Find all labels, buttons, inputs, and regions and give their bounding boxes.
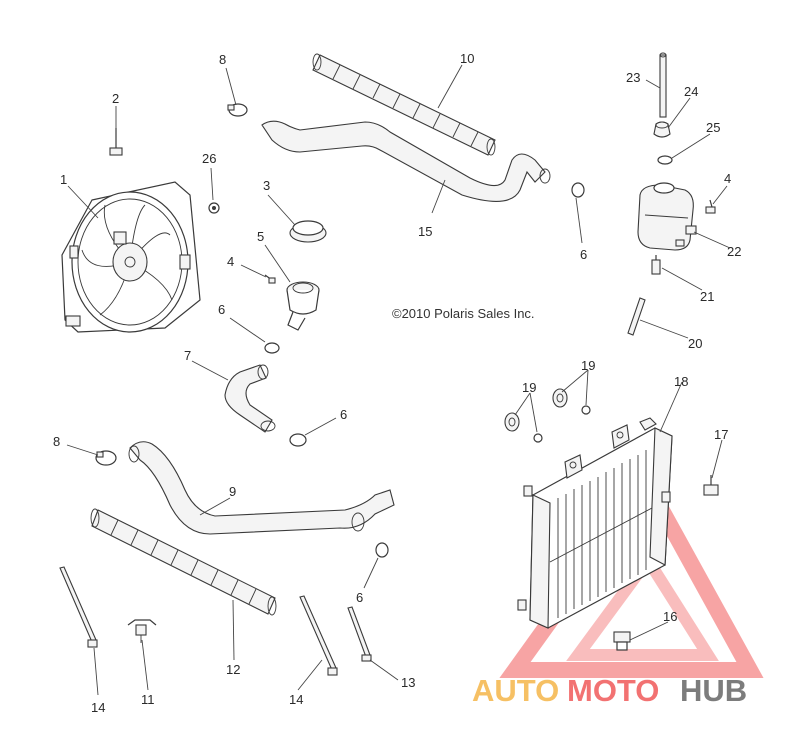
upper-hose-15 [261,120,551,202]
heat-sleeve-12 [90,508,277,616]
callout-6-c: 6 [580,247,587,262]
callout-7: 7 [184,348,191,363]
callout-17: 17 [714,427,728,442]
clip-11 [127,619,157,643]
drain-plug-16 [613,631,631,651]
callout-12: 12 [226,662,240,677]
reservoir-cap-24 [653,121,671,138]
bolt-17 [703,475,719,496]
clamp-6-d [375,542,389,558]
screw-2 [109,128,123,156]
callout-22: 22 [727,244,741,259]
lower-hose-9 [128,441,395,535]
callout-19-left: 19 [522,380,536,395]
callout-26: 26 [202,151,216,166]
elbow-hose-7 [224,364,276,433]
callout-11: 11 [141,692,155,707]
callout-4-right: 4 [724,171,731,186]
fan-assembly [61,181,201,333]
screw-4-right [705,199,716,214]
callout-14-left: 14 [91,700,105,715]
filler-neck-5 [286,281,320,331]
callout-10: 10 [460,51,474,66]
vent-tube-20 [627,297,646,336]
copyright-notice: ©2010 Polaris Sales Inc. [392,306,535,321]
callout-18: 18 [674,374,688,389]
callout-9: 9 [229,484,236,499]
callout-20: 20 [688,336,702,351]
callout-19-right: 19 [581,358,595,373]
callout-5: 5 [257,229,264,244]
heat-sleeve-10 [312,53,496,156]
callout-8-bottom: 8 [53,434,60,449]
nut-26 [208,202,220,214]
clamp-8-top [227,103,248,117]
watermark-auto: AUTO [472,673,559,708]
cable-tie-13 [347,606,372,662]
callout-6-a: 6 [218,302,225,317]
callout-14-center: 14 [289,692,303,707]
callout-8-top: 8 [219,52,226,67]
coolant-reservoir-22 [637,182,697,251]
leader-lines [66,64,731,696]
callout-4-left: 4 [227,254,234,269]
grommet-19-a [504,412,520,432]
washer-19-a [533,433,543,443]
washer-19-b [581,405,591,415]
watermark-moto: MOTO [567,673,659,708]
callout-16: 16 [663,609,677,624]
fitting-21 [651,255,661,275]
o-ring-25 [657,155,673,165]
callout-labels: 1 2 3 4 4 5 6 6 6 6 7 8 8 9 10 11 12 13 … [53,51,741,715]
clamp-6-a [264,342,280,354]
callout-2: 2 [112,91,119,106]
callout-24: 24 [684,84,698,99]
tube-23 [659,52,667,118]
callout-6-d: 6 [356,590,363,605]
callout-3: 3 [263,178,270,193]
grommet-19-b [552,388,568,408]
callout-6-b: 6 [340,407,347,422]
cable-tie-14-center [299,595,338,676]
callout-13: 13 [401,675,415,690]
screw-4-left [264,274,276,284]
watermark-text: AUTO MOTO HUB [472,673,747,708]
clamp-6-c [571,182,585,198]
radiator-18 [517,417,673,629]
radiator-cap-3 [289,220,327,243]
callout-25: 25 [706,120,720,135]
callout-21: 21 [700,289,714,304]
clamp-6-b [289,433,307,447]
callout-1: 1 [60,172,67,187]
cable-tie-14-left [59,566,98,648]
watermark-hub: HUB [680,673,747,708]
callout-15: 15 [418,224,432,239]
callout-23: 23 [626,70,640,85]
clamp-8-bottom [95,450,117,466]
